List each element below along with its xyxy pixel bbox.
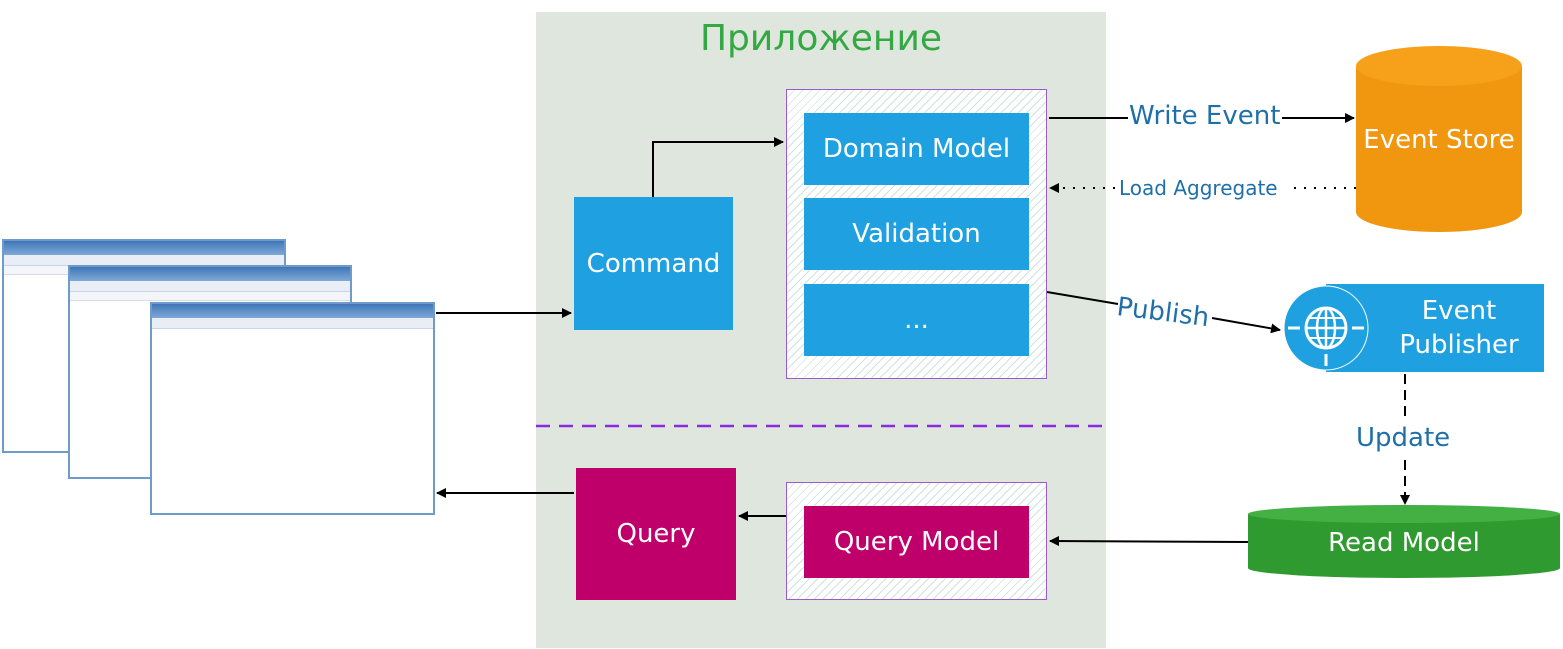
event-store-label: Event Store [1363,125,1515,155]
event-publisher-box: Event Publisher [1326,284,1544,372]
event-store-cylinder [1356,46,1522,232]
arrow-publish [1211,317,1281,334]
arrow-readmodel-to-querymodel [1049,536,1249,547]
load-aggregate-label: Load Aggregate [1119,176,1278,200]
read-model-label: Read Model [1328,528,1480,558]
arrow-command-to-domain [652,137,784,197]
query-model-box: Query Model [804,506,1029,578]
globe-icon [1283,285,1369,371]
browser-window-chrome [150,302,435,515]
write-event-label: Write Event [1129,101,1281,131]
line-publish [1046,291,1119,305]
read-model-cylinder [1248,505,1560,578]
update-label: Update [1356,423,1451,453]
query-box: Query [576,468,736,600]
command-box: Command [574,197,733,330]
domain-model-box: Domain Model [804,113,1029,185]
ellipsis-box: ... [804,284,1029,356]
application-title: Приложение [699,18,942,59]
validation-box: Validation [804,198,1029,270]
